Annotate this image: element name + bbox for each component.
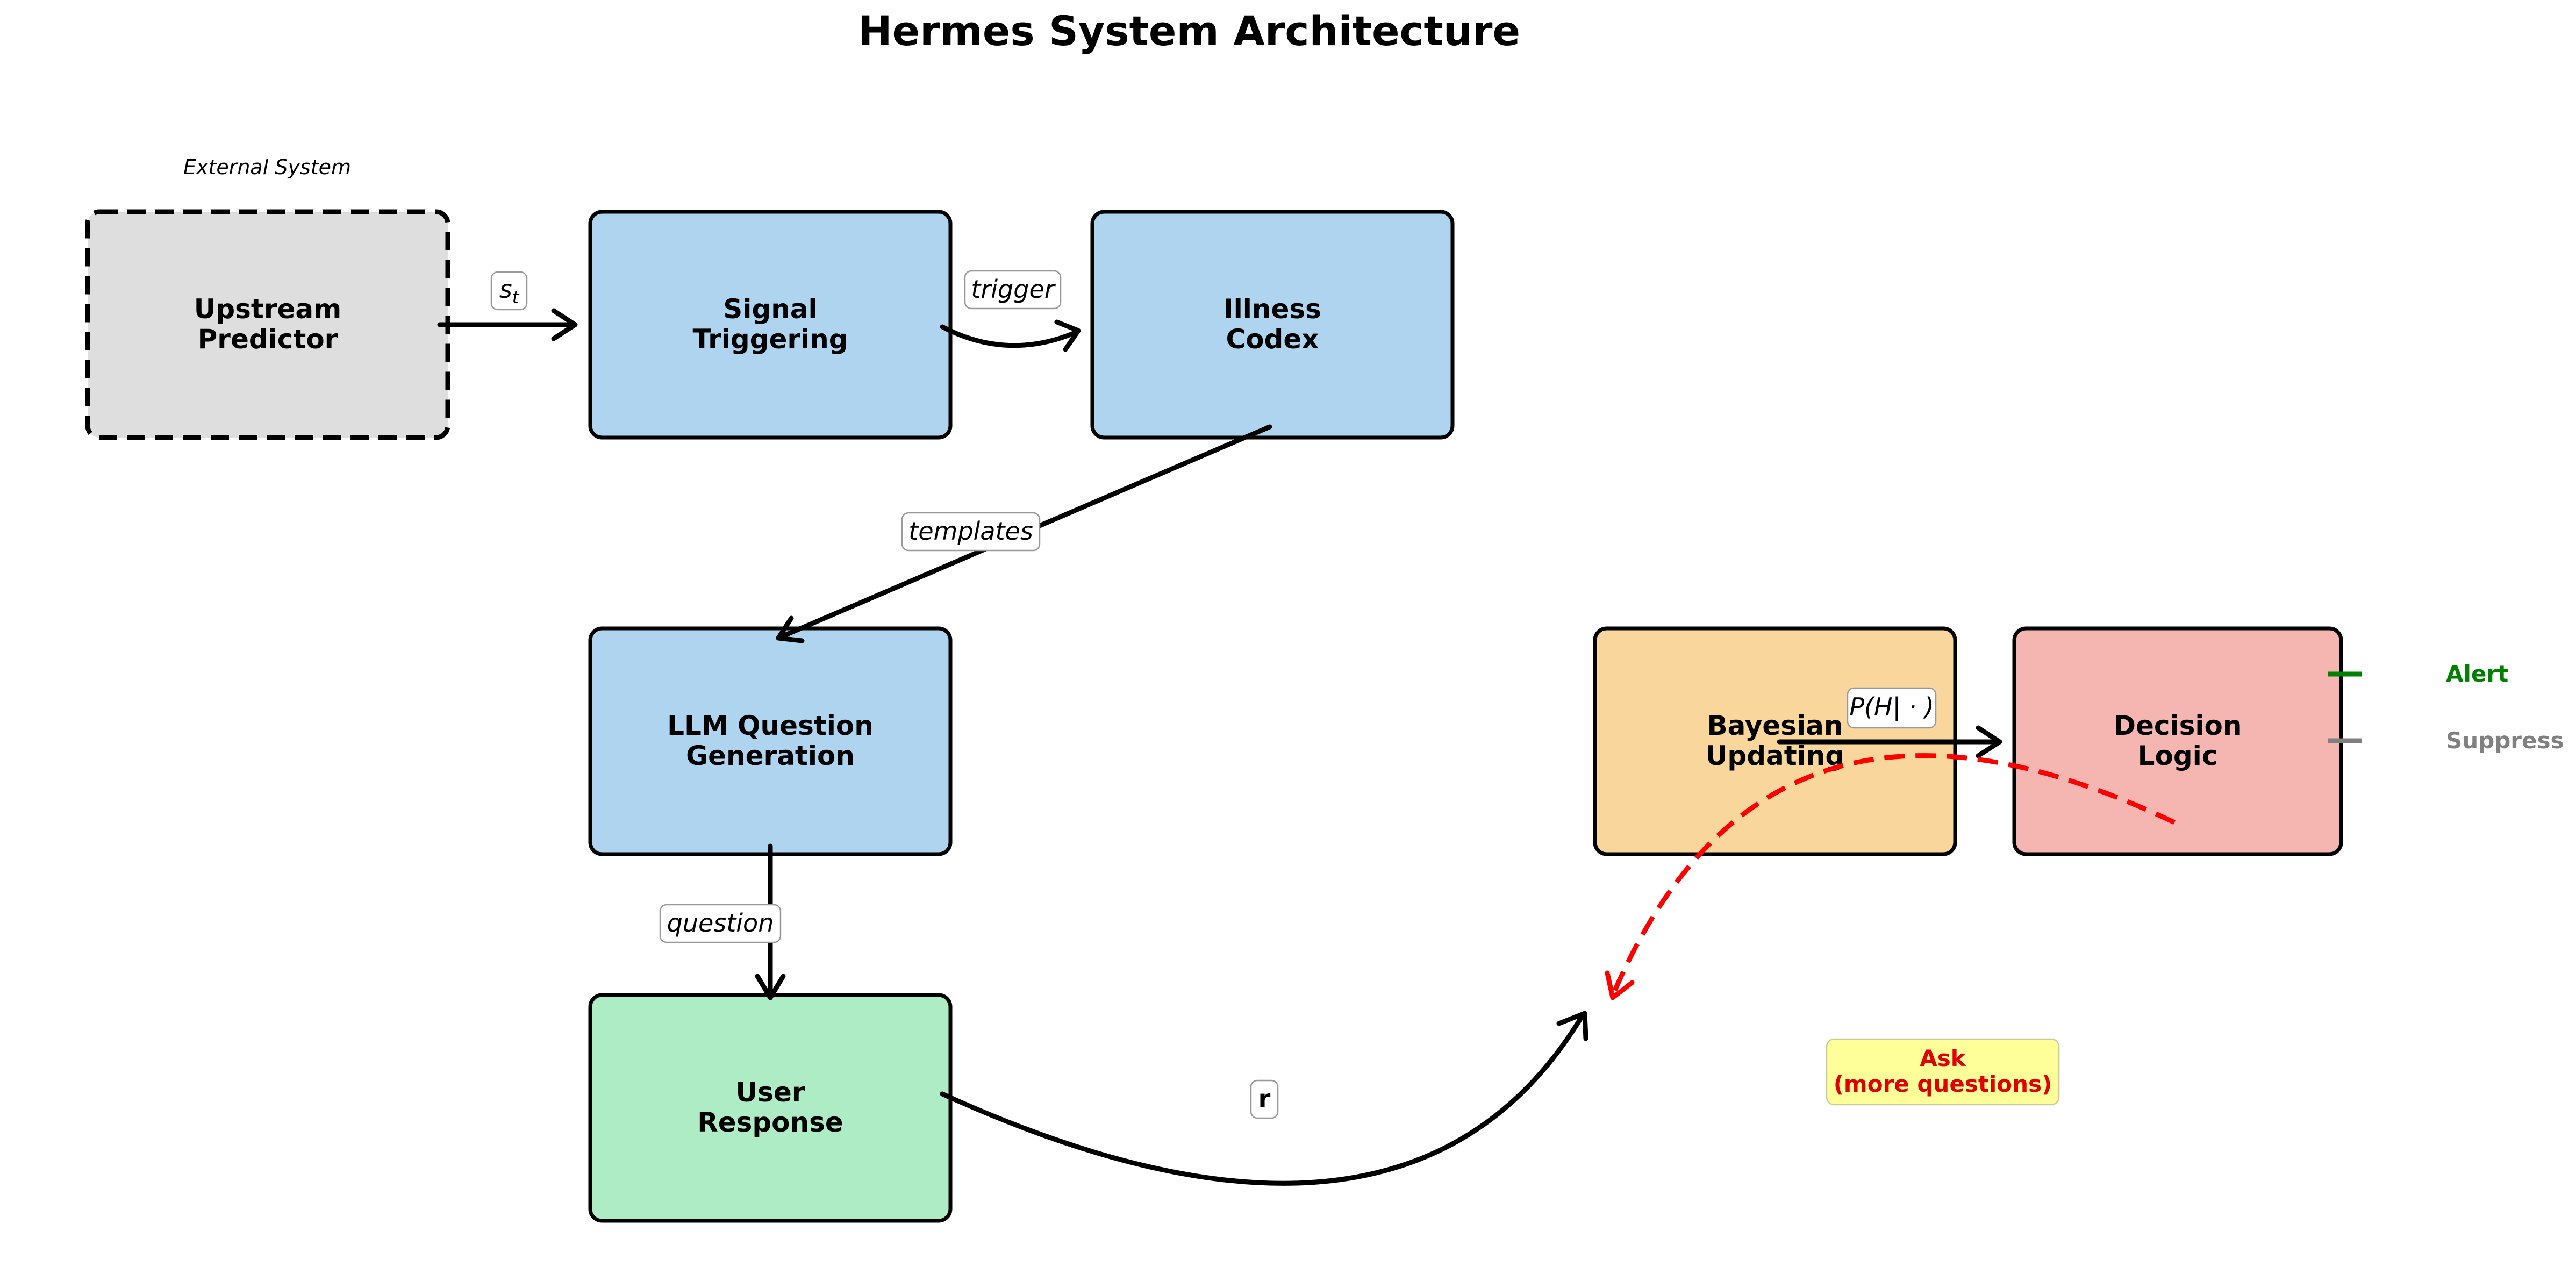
edge-label-trigger: trigger	[964, 270, 1062, 310]
edge-user-to-bayes-arrowhead	[1556, 1011, 1588, 1041]
node-decision-logic-label-2: Logic	[2138, 740, 2218, 771]
edge-decision-ask-loop-arrowhead	[1605, 970, 1635, 1000]
node-signal-triggering: Signal Triggering	[588, 210, 953, 440]
edge-label-templates-text: templates	[908, 517, 1033, 546]
ask-note-box	[1826, 1038, 2060, 1106]
edge-label-s-t-text: st	[499, 275, 520, 307]
edge-user-to-bayes	[940, 1011, 1588, 1186]
node-signal-triggering-label: Signal	[723, 294, 817, 325]
edge-label-templates: templates	[901, 512, 1041, 552]
edge-label-question: question	[659, 904, 782, 943]
node-user-response: User Response	[588, 993, 953, 1223]
node-upstream-predictor-label-2: Predictor	[198, 324, 338, 355]
edge-label-r-box	[1250, 1079, 1279, 1119]
edge-label-trigger-text: trigger	[971, 275, 1056, 304]
edge-label-posterior-text: P(H| · )	[1849, 692, 1934, 722]
edge-bayes-to-decision	[1777, 725, 2002, 758]
edge-bayes-to-decision-arrowhead	[1976, 725, 2002, 758]
edge-label-s-t-base: s	[499, 275, 512, 304]
node-decision-logic-label: Decision	[2113, 710, 2242, 741]
edge-label-s-t: st	[490, 271, 528, 311]
node-user-response-label-2: Response	[697, 1107, 843, 1138]
node-illness-codex: Illness Codex	[1090, 210, 1455, 440]
node-bayesian-updating-label: Bayesian	[1707, 710, 1843, 741]
edge-decision-ask-loop	[1605, 753, 2176, 1000]
node-upstream-predictor-label: Upstream	[194, 294, 341, 325]
node-signal-triggering-box	[588, 210, 953, 440]
node-user-response-label: User	[736, 1077, 805, 1108]
ask-note-line-1: Ask	[1920, 1045, 1966, 1071]
edge-codex-to-llm-arrowhead	[776, 615, 805, 643]
edge-label-s-t-box	[490, 271, 528, 311]
ask-note-line-2: (more questions)	[1834, 1071, 2052, 1097]
node-signal-triggering-label-2: Triggering	[692, 324, 848, 355]
legend-alert-label: Alert	[2446, 661, 2508, 687]
edge-label-s-t-sub: t	[512, 287, 520, 307]
edge-label-question-box	[659, 904, 782, 943]
edge-signal-to-codex-arrowhead	[1054, 319, 1081, 352]
edge-label-r-text: r	[1258, 1084, 1271, 1113]
node-illness-codex-box	[1090, 210, 1455, 440]
edge-user-to-bayes-line	[940, 1012, 1586, 1186]
node-upstream-predictor: Upstream Predictor	[85, 209, 450, 440]
node-llm-question-generation-label-2: Generation	[686, 740, 855, 771]
legend-suppress-label: Suppress	[2446, 727, 2564, 754]
diagram-title: Hermes System Architecture	[858, 7, 1520, 55]
edge-label-posterior: P(H| · )	[1847, 687, 1937, 729]
edge-upstream-to-signal	[437, 308, 578, 341]
edge-label-templates-box	[901, 512, 1041, 552]
ask-note: Ask (more questions)	[1826, 1038, 2060, 1106]
edge-decision-ask-loop-line	[1610, 753, 2176, 997]
node-decision-logic: Decision Logic	[2012, 626, 2343, 856]
edge-label-r: r	[1250, 1079, 1279, 1119]
edge-label-trigger-box	[964, 270, 1062, 310]
legend-suppress: Suppress	[2328, 727, 2564, 754]
node-illness-codex-label: Illness	[1223, 294, 1321, 325]
node-illness-codex-label-2: Codex	[1226, 324, 1319, 355]
node-llm-question-generation-label: LLM Question	[667, 710, 874, 741]
legend-alert: Alert	[2328, 661, 2508, 687]
edge-label-posterior-box	[1847, 687, 1937, 729]
edge-signal-to-codex	[940, 319, 1081, 352]
edge-llm-to-user-arrowhead	[755, 974, 786, 1000]
external-system-caption: External System	[183, 155, 351, 179]
edge-signal-to-codex-line	[940, 324, 1079, 348]
node-bayesian-updating-label-2: Updating	[1706, 740, 1844, 771]
node-llm-question-generation: LLM Question Generation	[588, 626, 953, 856]
edge-label-question-text: question	[667, 908, 774, 937]
edge-upstream-to-signal-arrowhead	[551, 308, 578, 341]
